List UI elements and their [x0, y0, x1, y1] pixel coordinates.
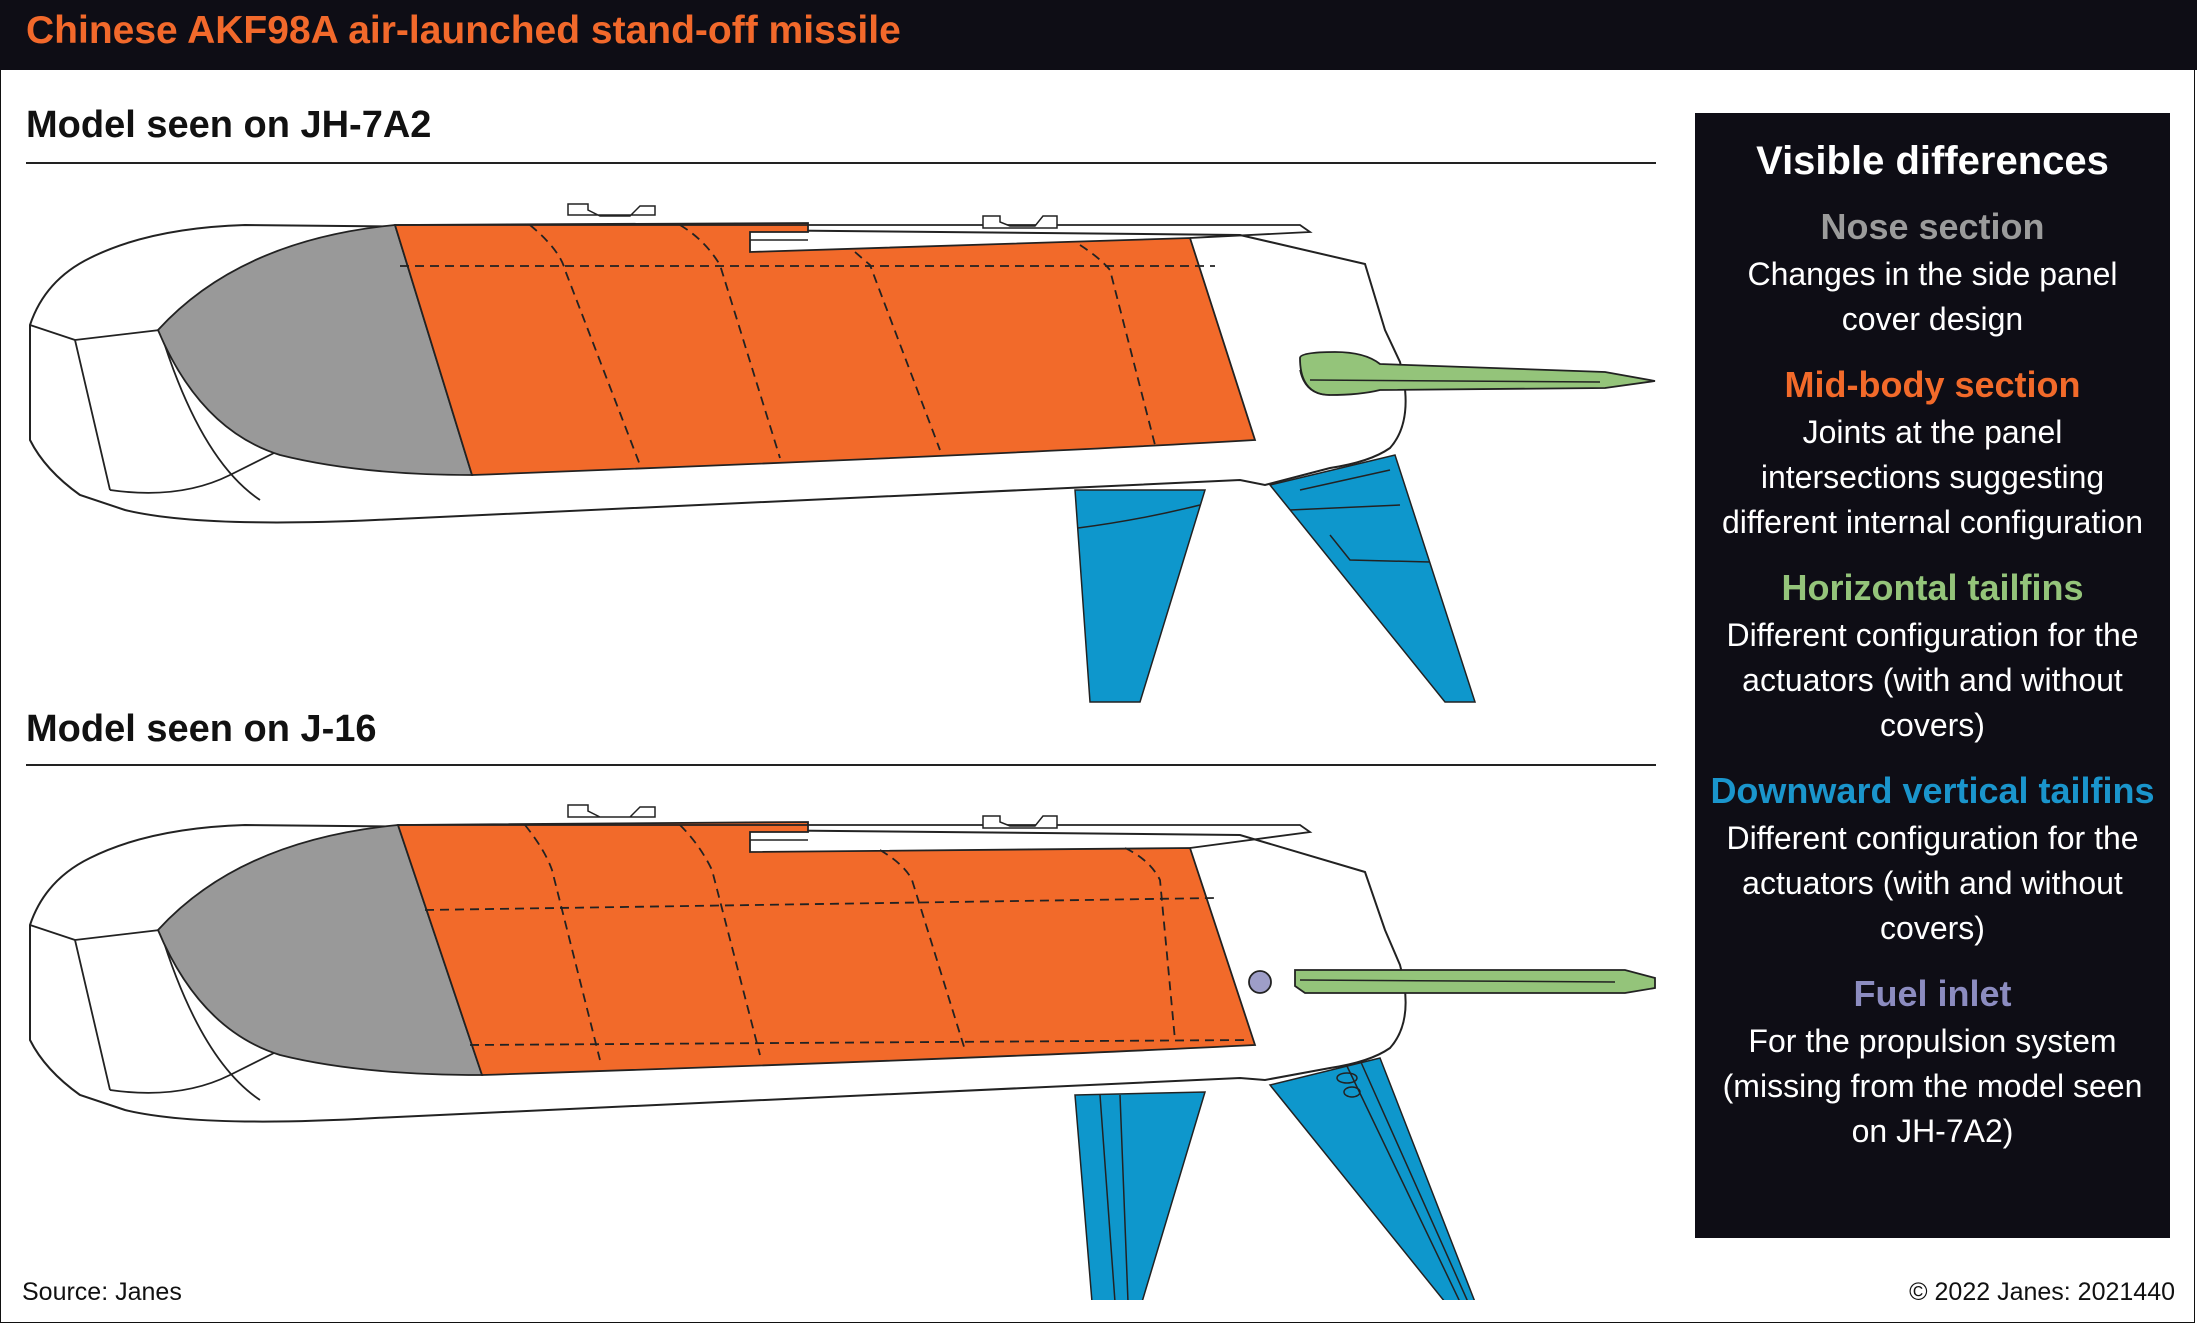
- legend-item-nose: Nose section Changes in the side panel c…: [1695, 206, 2170, 342]
- missile-diagram-j16: [29, 804, 1656, 1300]
- legend-item-vertical-tailfins: Downward vertical tailfins Different con…: [1695, 770, 2170, 951]
- mid-body-section: [393, 222, 1257, 476]
- legend-item-description: Different configuration for the actuator…: [1726, 617, 2139, 743]
- missile-diagram-jh7a2: [29, 203, 1656, 703]
- nose-section: [156, 824, 484, 1076]
- fuel-inlet: [1248, 970, 1272, 994]
- source-credit: Source: Janes: [22, 1278, 182, 1306]
- mid-body-section: [396, 821, 1257, 1076]
- copyright-notice: © 2022 Janes: 2021440: [1909, 1278, 2175, 1306]
- vertical-tailfin-rear: [1268, 1057, 1476, 1300]
- horizontal-tailfin: [1299, 351, 1656, 396]
- legend-item-description: Different configuration for the actuator…: [1726, 820, 2139, 946]
- heading-rule: [26, 764, 1656, 766]
- legend-item-description: Joints at the panel intersections sugges…: [1721, 414, 2143, 540]
- heading-rule: [26, 162, 1656, 164]
- model-heading-jh7a2: Model seen on JH-7A2: [26, 104, 432, 146]
- suspension-lug: [982, 215, 1058, 229]
- legend-item-name: Fuel inlet: [1853, 973, 2012, 1014]
- legend-item-name: Mid-body section: [1784, 364, 2081, 405]
- legend-item-fuel-inlet: Fuel inlet For the propulsion system (mi…: [1695, 973, 2170, 1154]
- vertical-tailfin-front: [1074, 489, 1207, 703]
- legend-item-name: Nose section: [1820, 206, 2045, 247]
- title-bar: Chinese AKF98A air-launched stand-off mi…: [0, 0, 2197, 70]
- legend-panel: Visible differences Nose section Changes…: [1695, 113, 2170, 1238]
- legend-item-description: For the propulsion system (missing from …: [1722, 1023, 2143, 1149]
- figure-title: Chinese AKF98A air-launched stand-off mi…: [26, 9, 901, 52]
- legend-item-name: Horizontal tailfins: [1781, 567, 2084, 608]
- legend-item-description: Changes in the side panel cover design: [1747, 256, 2118, 337]
- legend-item-name: Downward vertical tailfins: [1710, 770, 2155, 811]
- legend-item-mid-body: Mid-body section Joints at the panel int…: [1695, 364, 2170, 545]
- nose-section: [156, 224, 474, 476]
- suspension-lug: [567, 203, 656, 217]
- vertical-tailfin-front: [1074, 1091, 1207, 1300]
- legend-title: Visible differences: [1756, 139, 2109, 183]
- model-heading-j16: Model seen on J-16: [26, 708, 377, 750]
- suspension-lug: [567, 804, 656, 818]
- legend-item-horizontal-tailfins: Horizontal tailfins Different configurat…: [1695, 567, 2170, 748]
- suspension-lug: [982, 815, 1058, 829]
- vertical-tailfin-rear: [1268, 454, 1477, 703]
